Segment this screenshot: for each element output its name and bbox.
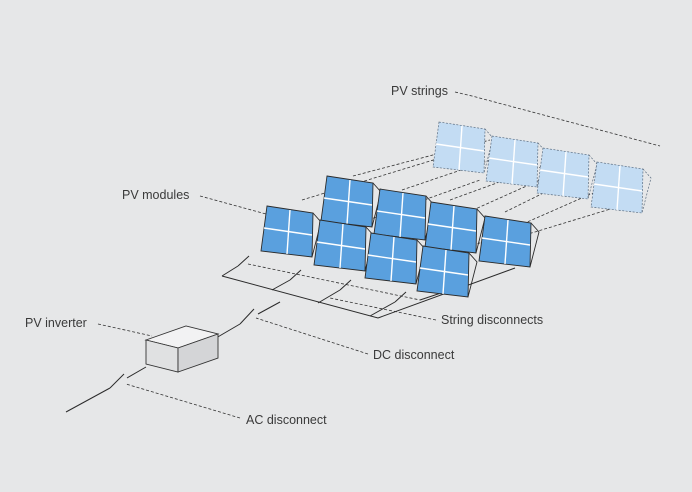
pv-string-panel bbox=[536, 147, 598, 200]
wiring bbox=[65, 265, 516, 413]
string-disconnects-label: String disconnects bbox=[441, 313, 544, 327]
pv-inverter-label: PV inverter bbox=[25, 316, 87, 330]
pv-module bbox=[260, 205, 322, 258]
pv-inverter-box bbox=[144, 325, 220, 373]
pv-module bbox=[373, 188, 435, 241]
pv-module bbox=[424, 201, 486, 254]
pv-string-panel bbox=[590, 161, 652, 214]
pv-modules bbox=[260, 175, 540, 298]
pv-modules-label: PV modules bbox=[122, 188, 190, 202]
pv-module bbox=[478, 215, 540, 268]
leader-lines bbox=[97, 91, 661, 419]
pv-module bbox=[416, 245, 478, 298]
pv-strings-label: PV strings bbox=[391, 84, 448, 98]
pv-module bbox=[320, 175, 382, 228]
pv-string-panel bbox=[485, 135, 547, 188]
pv-module bbox=[313, 219, 375, 272]
pv-module bbox=[364, 232, 426, 285]
dc-disconnect-label: DC disconnect bbox=[373, 348, 455, 362]
ac-disconnect-label: AC disconnect bbox=[246, 413, 327, 427]
pv-string-panel bbox=[432, 121, 494, 174]
faded-pv-strings bbox=[432, 121, 652, 214]
